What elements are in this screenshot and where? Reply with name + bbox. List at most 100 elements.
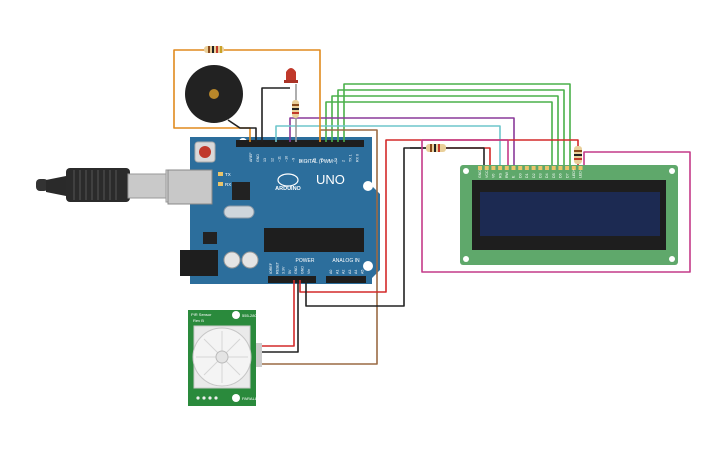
piezo-buzzer [185,65,243,123]
lcd-pin [571,166,576,170]
digital-pin-label: TX 1 [348,154,352,162]
analog-pin-label: A3 [348,270,352,274]
lcd-pin-label: D4 [545,173,549,178]
digital-pin-label: ~3 [334,158,338,162]
usb-chip [232,182,250,200]
wire-green-1 [343,83,571,166]
power-label: POWER [296,258,315,264]
pir-title-1: PIR Sensor [191,312,212,317]
power-pin-label: IOREF [269,262,273,274]
digital-pin-label: 7 [306,160,310,162]
lcd-pin [524,166,529,170]
red-led [284,68,298,83]
power-pin-label: GND [294,266,298,274]
lcd-pin [551,166,556,170]
digital-pin-label: 2 [341,160,345,162]
wire-black-buzzer [261,87,290,142]
lcd-pin-label: D1 [525,173,529,178]
digital-pin-label: ~5 [320,158,324,162]
lcd-pin [518,166,523,170]
lcd-pin-label: D7 [565,173,569,178]
power-header [268,276,316,283]
digital-pin-label: ~10 [285,156,289,162]
resistor-lcd-contrast [574,146,582,164]
lcd-pin-label: D6 [559,173,563,178]
board-model-label: UNO [316,172,345,187]
lcd-pin [578,166,583,170]
lcd-pin-label: VCC [485,170,489,178]
power-pin-label: GND [301,266,305,274]
analog-label: ANALOG IN [332,258,360,264]
wire-black-pir [256,280,299,353]
digital-header [236,140,364,147]
lcd-pin [498,166,503,170]
wire-red-5v [299,139,579,293]
lcd-pin [545,166,549,170]
lcd-pin [558,166,563,170]
lcd-pin [538,166,543,170]
arduino-uno-board: DIGITAL (PWM~) UNO ARDUINO TX RX POWER A… [167,137,380,284]
lcd-pin-label: D0 [518,173,522,178]
lcd-pin-label: RS [498,172,502,178]
lcd-pin-label: RW [505,171,509,178]
digital-pin-label: 8 [299,160,303,162]
lcd-pin [504,166,509,170]
lcd-pin [565,166,570,170]
power-pin-label: 5V [288,269,292,274]
wire-black-lcd [410,147,485,166]
lcd-pin-label: D2 [532,173,536,178]
tx-led-label: TX [225,172,231,177]
digital-pin-label: RX 0 [356,154,360,162]
analog-pin-label: A5 [361,270,365,274]
digital-pin-label: 13 [263,158,267,162]
wire-green-4 [325,101,553,166]
analog-header [326,276,366,283]
lcd-pin-label: D3 [539,173,543,178]
lcd-pin-label: GND [478,170,482,178]
wire-orange [173,49,321,142]
wire-purple [289,117,515,166]
lcd-pin [478,166,482,170]
arduino-logo-text: ARDUINO [275,186,301,192]
analog-pin-label: A0 [329,270,333,274]
resistor-led [292,100,299,118]
analog-pin-label: A1 [335,270,339,274]
pir-part-bottom: PARALLAX [242,396,263,401]
usb-jack [167,169,213,205]
wire-green-3 [331,95,559,166]
lcd-pin [484,166,489,170]
wire-cyan [275,125,501,166]
analog-pin-label: A2 [342,270,346,274]
power-pin-label: RESET [275,261,279,274]
arduino-logo-icon [277,173,299,187]
analog-pin-label: A4 [354,270,358,274]
digital-pin-label: AREF [249,152,253,162]
power-pin-label: Vin [307,269,311,274]
wire-red-lcd [444,147,491,166]
digital-pin-label: ~6 [313,158,317,162]
lcd-pin [491,166,496,170]
lcd-pin-label: D5 [552,173,556,178]
wire-red-pir [256,280,295,347]
digital-pin-label: 4 [327,160,331,162]
lcd-pin [531,166,536,170]
resistor-lcd [426,144,446,152]
wire-magenta [421,139,691,273]
pir-part-top: 555-28027 [242,313,262,318]
pir-title-2: Rev B [193,318,204,323]
power-jack [180,250,218,276]
power-pin-label: 3.3V [282,266,286,274]
resistor-buzzer [204,46,224,53]
atmega-chip [264,228,364,252]
digital-pin-label: 12 [270,158,274,162]
pir-sensor: PIR Sensor Rev B 555-28027 PARALLAX [188,310,263,406]
lcd-pin-label: LED- [579,169,583,178]
lcd-pin-label: LED+ [572,169,576,178]
rx-led-label: RX [225,182,231,187]
wire-green-2 [337,89,565,166]
